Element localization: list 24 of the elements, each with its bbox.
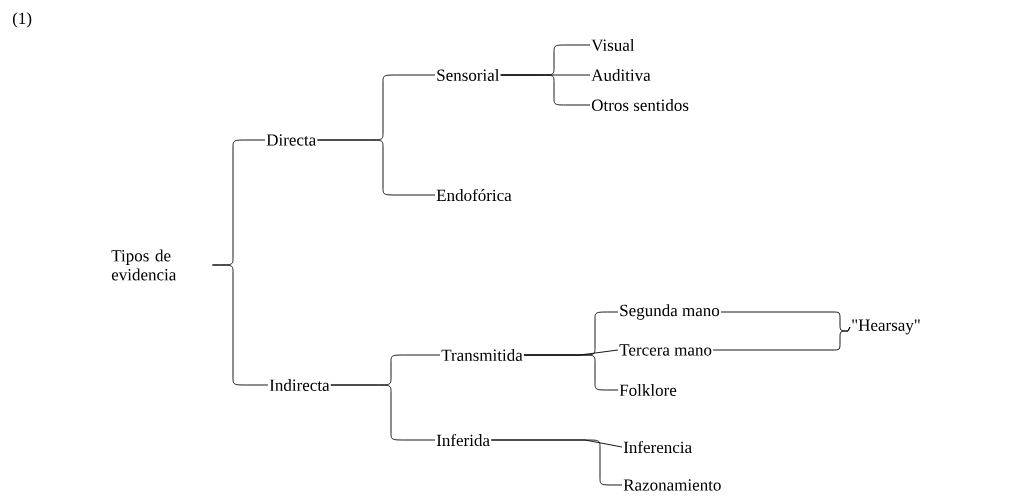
node-label: Transmitida <box>441 349 523 361</box>
node-label: Razonamiento <box>623 479 721 491</box>
node-label: Folklore <box>619 384 677 396</box>
node-label: "Hearsay" <box>852 319 920 335</box>
node-label: Inferencia <box>623 440 692 454</box>
node-label: Directa <box>266 134 316 146</box>
brace <box>523 354 619 391</box>
node-label: Visual <box>591 39 635 51</box>
brace <box>490 439 623 486</box>
brace <box>330 384 436 441</box>
brace <box>500 74 591 106</box>
brace <box>712 326 851 351</box>
node-label: Tercera mano <box>619 344 712 356</box>
figure-number: (1) <box>12 12 32 28</box>
node-label: Segunda mano <box>620 304 720 320</box>
node-label: Tipos de evidencia <box>111 249 177 281</box>
node-label: Indirecta <box>269 379 330 391</box>
node-label: Auditiva <box>591 69 651 81</box>
node-label: Sensorial <box>437 69 500 81</box>
brace <box>316 139 436 196</box>
node-label: Inferida <box>436 433 490 447</box>
brace <box>211 264 269 386</box>
node-label: Endofórica <box>436 188 512 202</box>
node-label: Otros sentidos <box>591 99 689 111</box>
